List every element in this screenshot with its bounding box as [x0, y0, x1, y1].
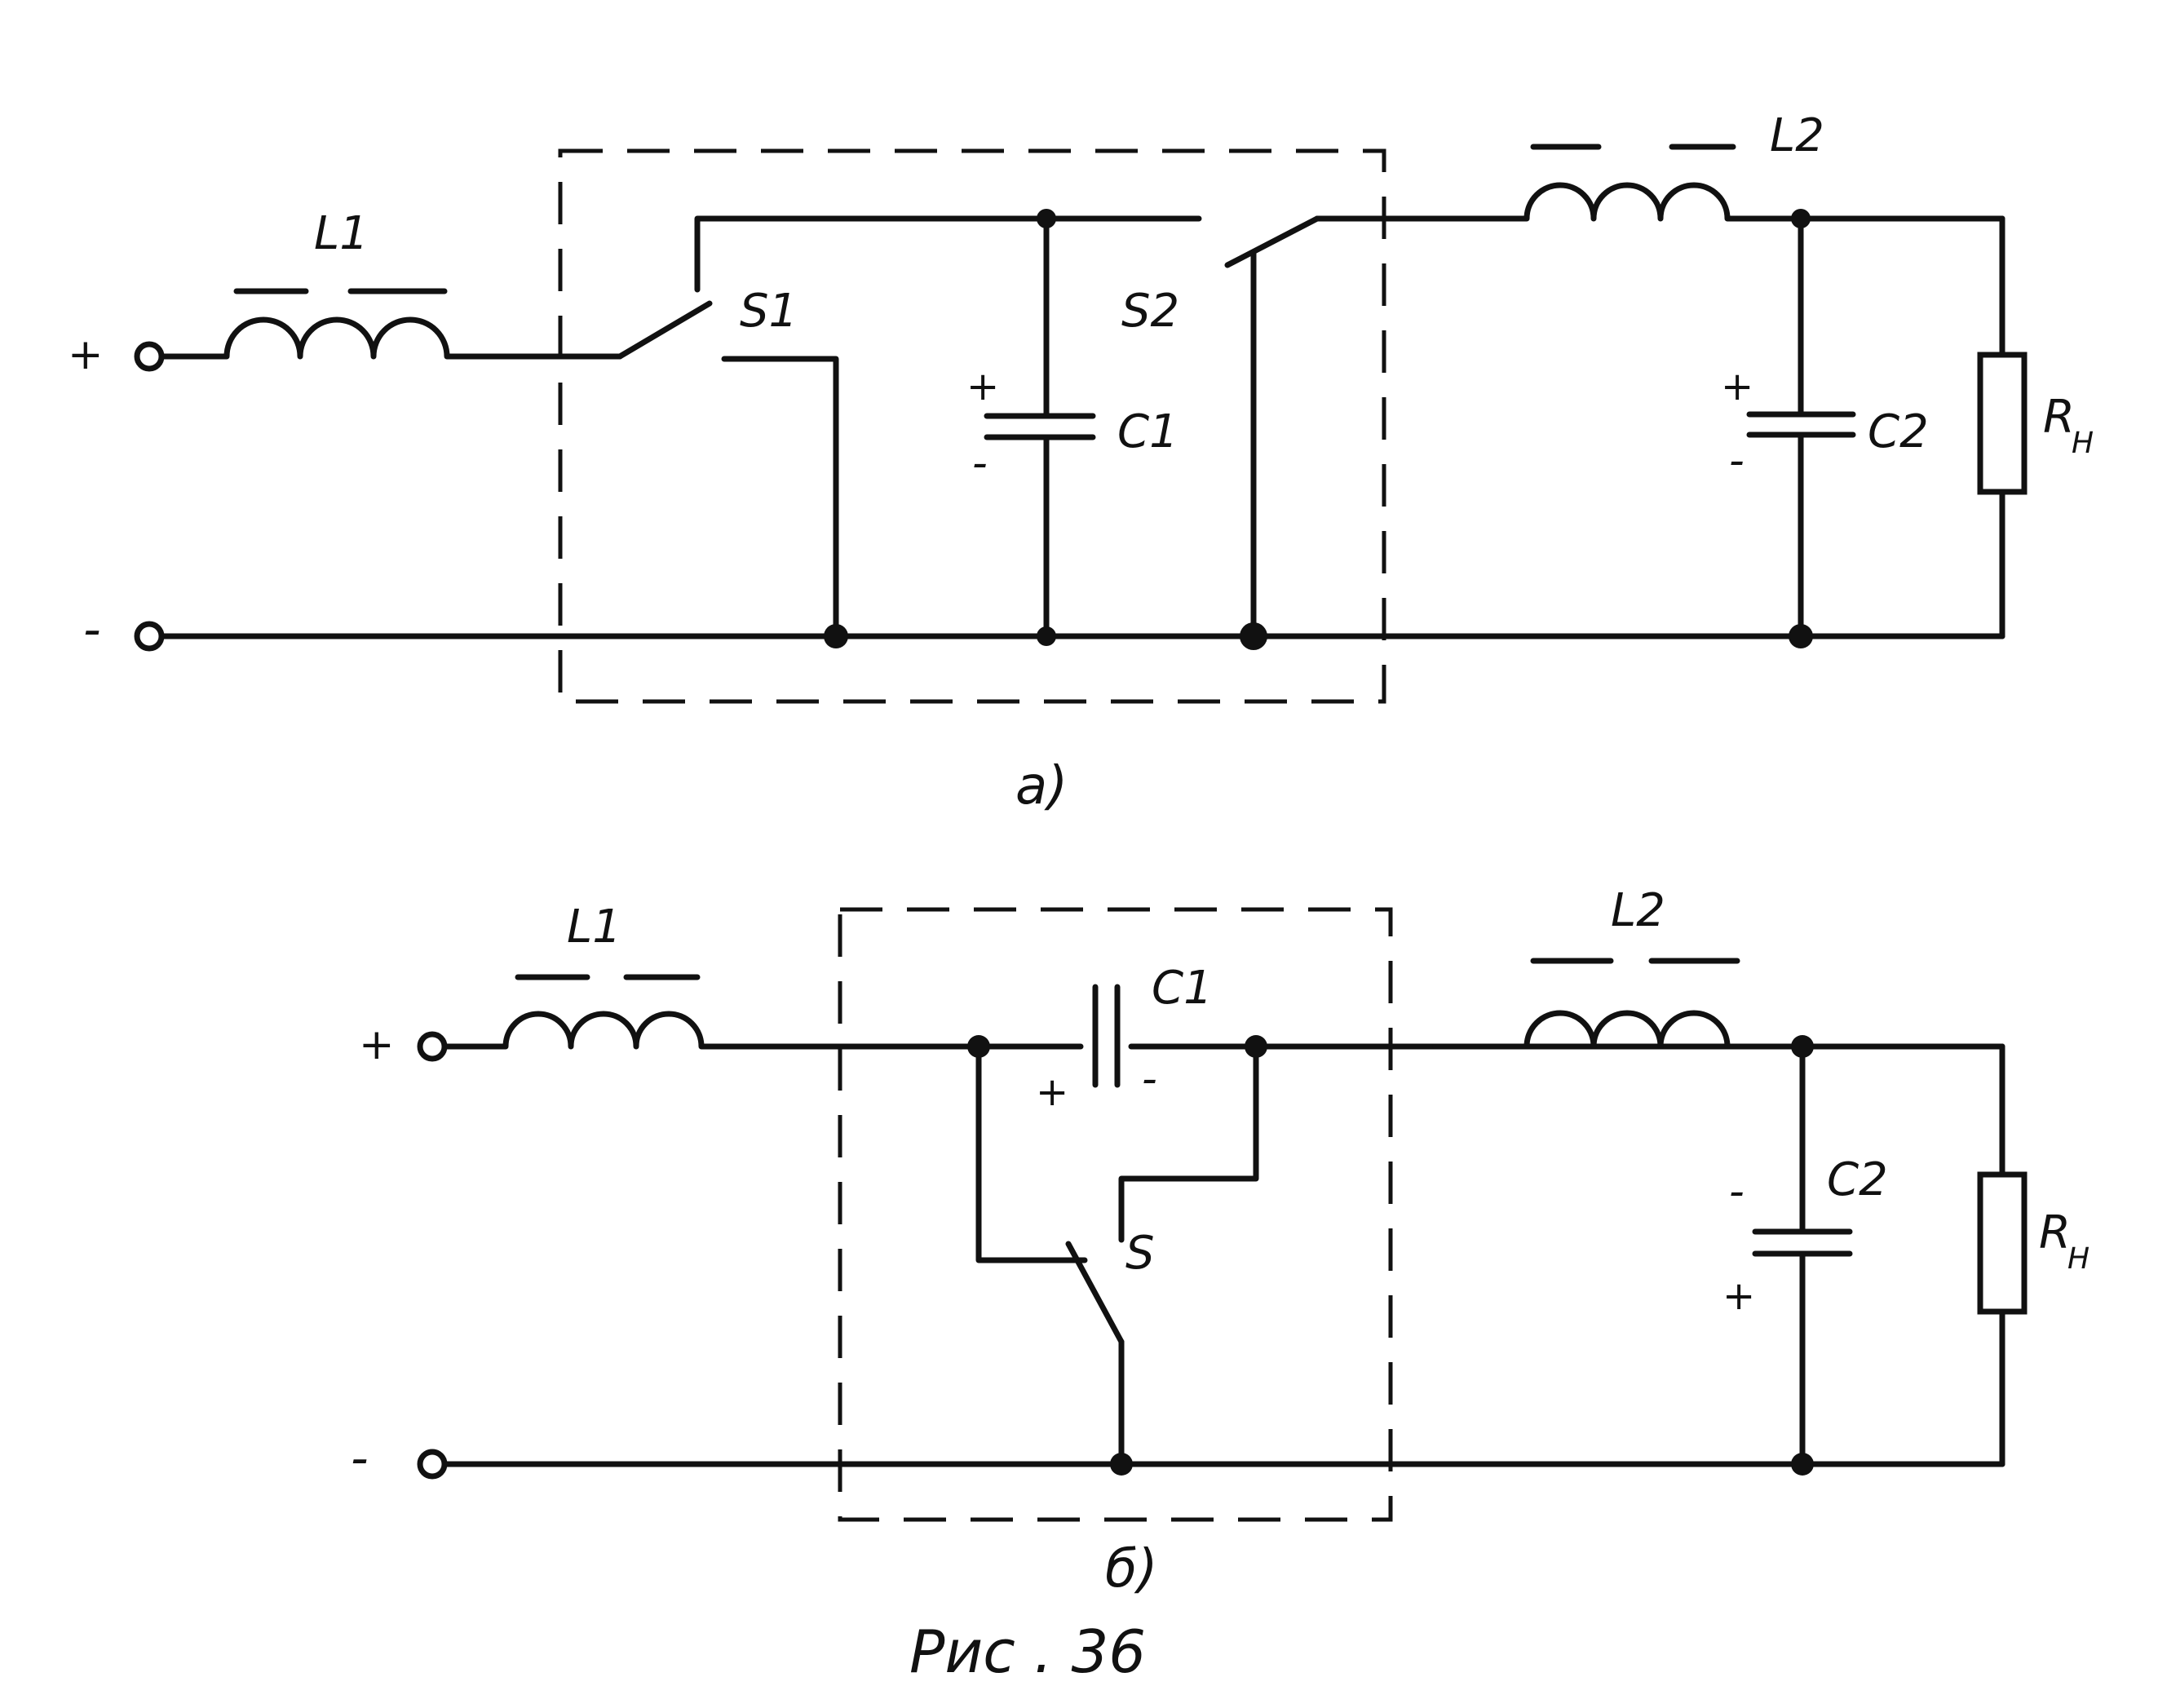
s-left-wire	[975, 1043, 1088, 1263]
c1-plus-a: +	[966, 364, 999, 409]
junction-dot	[1240, 622, 1267, 650]
inductor-l2-b	[1432, 1010, 2005, 1050]
l1-label-a: L1	[314, 207, 369, 260]
rload-subscript-a: Н	[2072, 427, 2094, 460]
junction-dot	[1245, 1035, 1267, 1058]
rload-resistor-a	[1977, 352, 2028, 495]
inductor-l2-a	[1314, 182, 2005, 222]
terminal-plus-label-a: +	[68, 330, 104, 379]
junction-dot	[1791, 1035, 1814, 1058]
junction-dot	[1110, 1453, 1133, 1476]
switch-s1-blade[interactable]	[617, 300, 713, 360]
l2-label-a: L2	[1770, 109, 1824, 162]
c1-label-a: C1	[1117, 405, 1178, 458]
inductor-l1-a	[158, 316, 623, 360]
c1-plus-b: +	[1036, 1069, 1068, 1115]
rload-resistor-b	[1977, 1171, 2028, 1315]
s1-lower-wire	[721, 356, 839, 639]
s1-upper-wire	[694, 215, 1202, 293]
rload-label-a: R	[2043, 391, 2075, 444]
terminal-minus-label-a: -	[83, 601, 101, 658]
converter-box-b	[838, 907, 1393, 1522]
rload-label-b: R	[2039, 1206, 2071, 1259]
switch-s2-blade[interactable]	[1224, 215, 1320, 268]
junction-dot	[1791, 1453, 1814, 1476]
terminal-plus-a	[134, 341, 165, 372]
junction-dot	[967, 1035, 990, 1058]
inductor-l1-b	[441, 1011, 1084, 1050]
terminal-minus-b	[417, 1449, 448, 1480]
sublabel-b: б)	[1105, 1539, 1157, 1600]
junction-dot	[824, 624, 848, 648]
c1-minus-a: -	[972, 439, 988, 488]
junction-dot	[1037, 209, 1056, 228]
c2-label-b: C2	[1827, 1153, 1888, 1206]
sublabel-a: а)	[1015, 756, 1068, 816]
l2-label-b: L2	[1611, 884, 1665, 937]
s1-label: S1	[740, 285, 798, 338]
c2-minus-b: -	[1729, 1167, 1745, 1216]
terminal-plus-b	[417, 1031, 448, 1062]
terminal-plus-label-b: +	[359, 1020, 395, 1069]
switch-s-blade[interactable]	[1065, 1241, 1125, 1345]
figure-caption: Рис . 36	[909, 1617, 1146, 1686]
c2-plus-b: +	[1722, 1273, 1755, 1319]
terminal-minus-label-b: -	[351, 1430, 369, 1487]
c1-label-b: C1	[1152, 962, 1213, 1015]
s-label: S	[1125, 1227, 1155, 1280]
c2-minus-a: -	[1729, 436, 1745, 485]
rload-subscript-b: Н	[2067, 1242, 2089, 1276]
s-right-wire	[1118, 1043, 1259, 1243]
s2-label: S2	[1121, 285, 1179, 338]
l1-label-b: L1	[567, 900, 621, 954]
converter-box-a	[558, 148, 1386, 704]
terminal-minus-a	[134, 621, 165, 652]
c2-label-a: C2	[1868, 405, 1929, 458]
junction-dot	[1789, 624, 1813, 648]
circuit-a: + - L1 S1 + - C1 S2 L2 + -	[68, 109, 2094, 816]
junction-dot	[1037, 626, 1056, 646]
c1-minus-b: -	[1142, 1055, 1157, 1104]
junction-dot	[1791, 209, 1811, 228]
c2-plus-a: +	[1721, 364, 1753, 409]
circuit-b: + - L1 C1 + - S L2 - + C2	[351, 884, 2089, 1600]
